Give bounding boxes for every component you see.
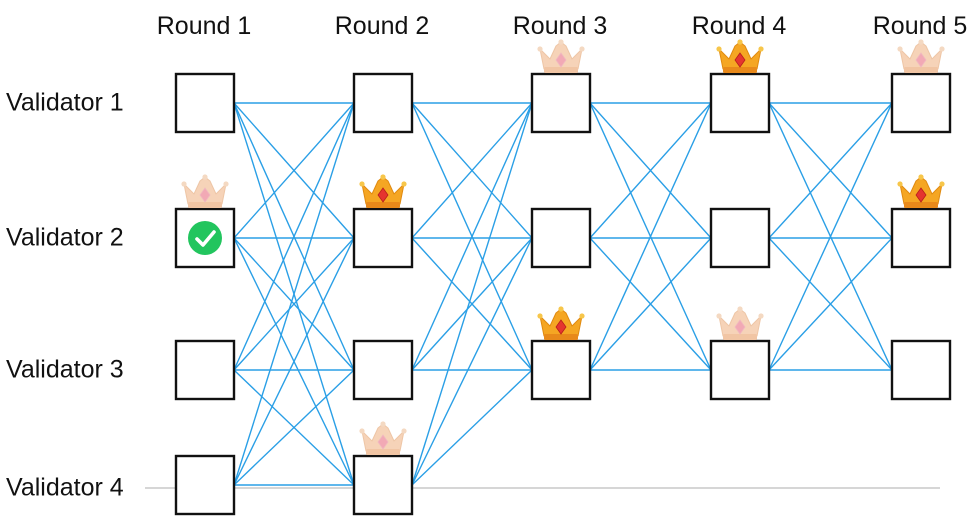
faded-crown-icon (359, 421, 407, 455)
block-round5-validator3 (890, 339, 952, 401)
validator-label-4: Validator 4 (6, 473, 124, 502)
round-label-2: Round 2 (334, 12, 430, 40)
block-round2-validator1 (352, 72, 414, 134)
check-circle-icon (188, 221, 222, 255)
gold-crown-icon (359, 174, 407, 208)
gold-crown-icon (716, 39, 764, 73)
block-round5-validator2 (890, 207, 952, 269)
edge-r2v2-r3v3 (411, 237, 533, 371)
validator-label-2: Validator 2 (6, 223, 124, 252)
edge-r1v1-r2v3 (233, 102, 355, 371)
block-round4-validator3 (709, 339, 771, 401)
validator-label-1: Validator 1 (6, 88, 124, 117)
gold-crown-icon (897, 174, 945, 208)
block-round3-validator3 (530, 339, 592, 401)
block-round3-validator2 (530, 207, 592, 269)
edge-r2v1-r3v3 (411, 102, 533, 371)
edge-r3v1-r4v2 (589, 102, 712, 239)
gold-crown-icon (537, 306, 585, 340)
round-label-3: Round 3 (512, 12, 608, 40)
edge-r1v1-r2v4 (233, 102, 355, 486)
edge-r1v2-r2v3 (233, 237, 355, 371)
edge-r2v4-r3v2 (411, 237, 533, 486)
edge-r2v4-r3v3 (411, 369, 533, 486)
faded-crown-icon (897, 39, 945, 73)
edge-r3v2-r4v3 (589, 237, 712, 371)
edge-r1v1-r2v2 (233, 102, 355, 239)
round-label-4: Round 4 (691, 12, 787, 40)
round-label-1: Round 1 (156, 12, 252, 40)
block-round5-validator1 (890, 72, 952, 134)
edge-r4v2-r5v3 (768, 237, 893, 371)
edge-r4v1-r5v2 (768, 102, 893, 239)
edge-r3v1-r4v3 (589, 102, 712, 371)
block-round4-validator1 (709, 72, 771, 134)
faded-crown-icon (716, 306, 764, 340)
edge-r4v1-r5v3 (768, 102, 893, 371)
faded-crown-icon (537, 39, 585, 73)
round-label-5: Round 5 (872, 12, 968, 40)
block-round1-validator1 (174, 72, 236, 134)
block-round4-validator2 (709, 207, 771, 269)
block-round2-validator2 (352, 207, 414, 269)
block-round1-validator3 (174, 339, 236, 401)
block-round1-validator4 (174, 454, 236, 516)
edge-r2v1-r3v2 (411, 102, 533, 239)
edge-r1v2-r2v4 (233, 237, 355, 486)
block-round2-validator3 (352, 339, 414, 401)
validator-label-3: Validator 3 (6, 355, 124, 384)
block-round3-validator1 (530, 72, 592, 134)
edge-r2v4-r3v1 (411, 102, 533, 486)
faded-crown-icon (181, 174, 229, 208)
edge-r1v3-r2v4 (233, 369, 355, 486)
block-round2-validator4 (352, 454, 414, 516)
